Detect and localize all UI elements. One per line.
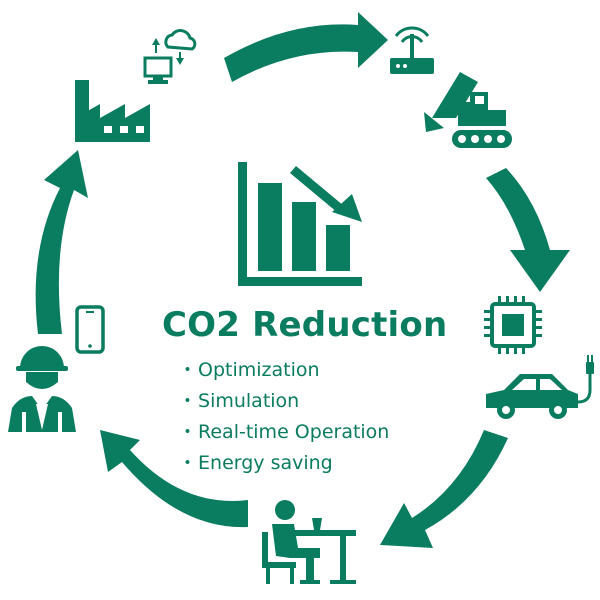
cycle-arrow-top [224, 12, 388, 82]
list-item: Simulation [178, 386, 389, 417]
electric-car-icon [486, 355, 594, 419]
list-item: Real-time Operation [178, 417, 389, 448]
excavator-icon [424, 72, 512, 148]
diagram-title: CO2 Reduction [162, 305, 448, 345]
construction-worker-icon [8, 346, 76, 432]
office-worker-icon [262, 500, 356, 584]
chip-icon [484, 296, 542, 354]
smartphone-icon [75, 305, 105, 354]
cycle-arrow-left [35, 150, 88, 334]
list-item: Energy saving [178, 448, 389, 479]
bar-chart-decline-icon [238, 162, 362, 286]
list-item: Optimization [178, 355, 389, 386]
cloud-computer-sync-icon [143, 29, 197, 84]
router-icon [390, 26, 434, 74]
cycle-arrow-right [486, 168, 570, 292]
cycle-arrow-bottom-right [380, 430, 508, 548]
cycle-arrow-bottom-left [100, 430, 248, 528]
benefit-list: Optimization Simulation Real-time Operat… [178, 355, 389, 479]
factory-icon [75, 80, 150, 142]
